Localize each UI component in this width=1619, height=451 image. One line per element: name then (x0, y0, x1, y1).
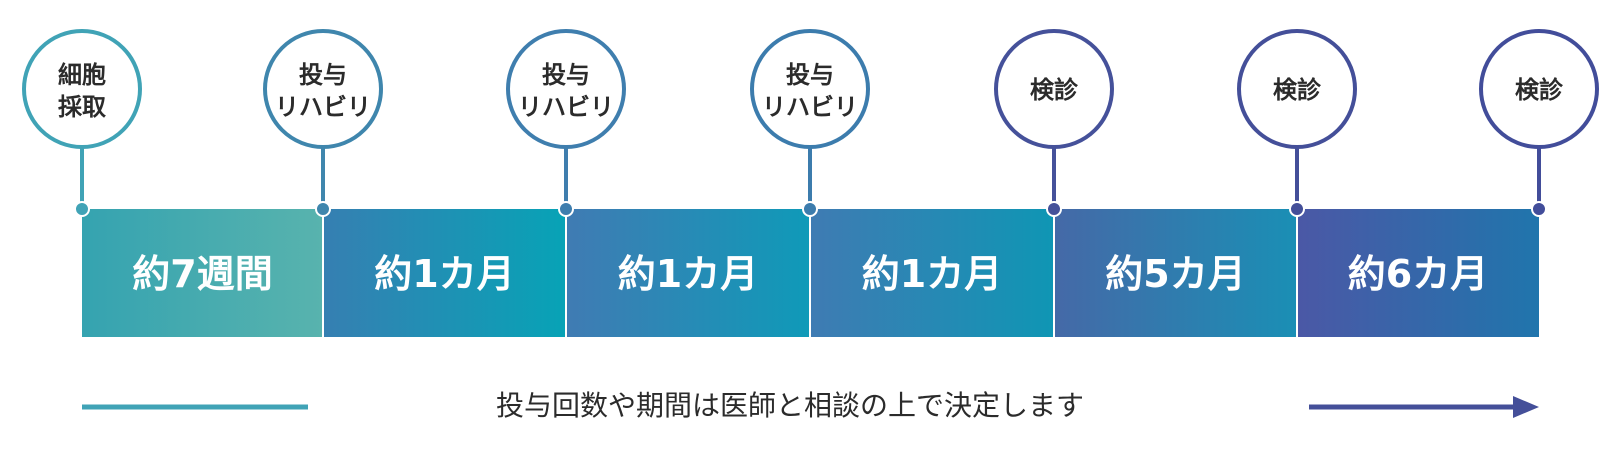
segment-duration-label: 約1カ月 (862, 252, 1002, 296)
segment-bar (323, 209, 566, 337)
timeline-segment: 約5カ月 (1054, 209, 1297, 337)
milestone-label: リハビリ (275, 93, 371, 121)
milestone-label: 投与 (786, 61, 834, 89)
segment-bar (1054, 209, 1297, 337)
segment-duration-label: 約7週間 (132, 252, 272, 296)
segment-duration-label: 約5カ月 (1105, 252, 1245, 296)
milestone-marker: 検診 (994, 29, 1114, 217)
timeline-segment: 約7週間 (82, 209, 323, 337)
milestone-circle (506, 29, 626, 149)
segment-duration-label: 約6カ月 (1348, 252, 1488, 296)
segment-bar (1297, 209, 1539, 337)
milestone-label: 細胞 (58, 61, 106, 89)
milestone-dot (802, 201, 818, 217)
milestone-dot (558, 201, 574, 217)
arrow-right-icon (1309, 396, 1539, 418)
milestone-label: 採取 (58, 93, 106, 121)
milestone-row: 細胞採取投与リハビリ投与リハビリ投与リハビリ検診検診検診 (22, 29, 1599, 217)
milestone-label: 検診 (1273, 76, 1322, 104)
timeline-segment: 約1カ月 (323, 209, 566, 337)
milestone-label: 投与 (542, 61, 590, 89)
milestone-circle (750, 29, 870, 149)
segment-duration-label: 約1カ月 (374, 252, 514, 296)
timeline-segment: 約6カ月 (1297, 209, 1539, 337)
milestone-circle (22, 29, 142, 149)
milestone-marker: 検診 (1237, 29, 1357, 217)
segment-bar (810, 209, 1054, 337)
milestone-label: リハビリ (762, 93, 858, 121)
footer-note: 投与回数や期間は医師と相談の上で決定します (495, 389, 1084, 422)
timeline-segment: 約1カ月 (810, 209, 1054, 337)
footer-graphics (82, 396, 1539, 418)
segment-duration-label: 約1カ月 (618, 252, 758, 296)
milestone-label: 検診 (1030, 76, 1079, 104)
milestone-marker: 検診 (1479, 29, 1599, 217)
milestone-dot (1531, 201, 1547, 217)
segment-bar (566, 209, 810, 337)
milestone-dot (1046, 201, 1062, 217)
milestone-dot (315, 201, 331, 217)
timeline-segment: 約1カ月 (566, 209, 810, 337)
milestone-circle (1479, 29, 1599, 149)
milestone-dot (74, 201, 90, 217)
segment-bar (82, 209, 323, 337)
milestone-dot (1289, 201, 1305, 217)
milestone-label: リハビリ (518, 93, 614, 121)
milestone-label: 投与 (299, 61, 347, 89)
milestone-circle (994, 29, 1114, 149)
timeline-bar: 約7週間 約1カ月 約1カ月 約1カ月 約5カ月 約6カ月 (82, 209, 1539, 337)
milestone-circle (263, 29, 383, 149)
milestone-label: 検診 (1515, 76, 1564, 104)
milestone-circle (1237, 29, 1357, 149)
